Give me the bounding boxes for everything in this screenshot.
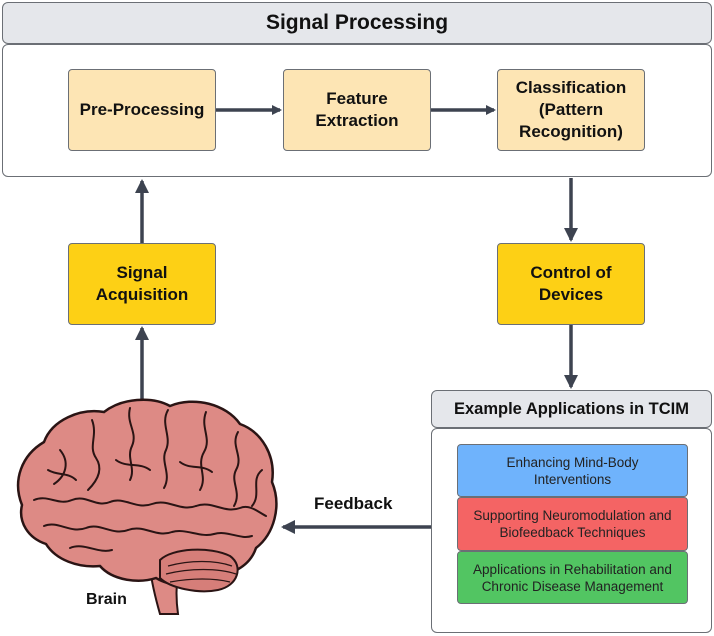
application-item-mind-body: Enhancing Mind-Body Interventions [457, 444, 688, 497]
pre-processing-label: Pre-Processing [79, 100, 205, 119]
pre-processing-box: Pre-Processing [68, 69, 216, 151]
classification-label: Classification (Pattern Recognition) [515, 78, 627, 141]
application-item-rehabilitation: Applications in Rehabilitation and Chron… [457, 551, 688, 604]
applications-header: Example Applications in TCIM [431, 390, 712, 428]
feedback-label: Feedback [314, 494, 393, 513]
signal-processing-title: Signal Processing [265, 11, 449, 34]
signal-acquisition-label: Signal Acquisition [95, 263, 189, 304]
application-label-neuromodulation: Supporting Neuromodulation and Biofeedba… [473, 508, 672, 540]
applications-title: Example Applications in TCIM [453, 399, 689, 418]
feature-extraction-box: Feature Extraction [283, 69, 431, 151]
feature-extraction-label: Feature Extraction [315, 89, 399, 130]
signal-acquisition-box: Signal Acquisition [68, 243, 216, 325]
signal-processing-header: Signal Processing [2, 2, 712, 44]
classification-box: Classification (Pattern Recognition) [497, 69, 645, 151]
brain-icon [16, 398, 278, 615]
application-item-neuromodulation: Supporting Neuromodulation and Biofeedba… [457, 497, 688, 551]
application-label-mind-body: Enhancing Mind-Body Interventions [506, 454, 639, 487]
control-of-devices-box: Control of Devices [497, 243, 645, 325]
brain-label: Brain [86, 591, 127, 608]
control-of-devices-label: Control of Devices [530, 263, 612, 304]
application-label-rehabilitation: Applications in Rehabilitation and Chron… [473, 561, 672, 594]
